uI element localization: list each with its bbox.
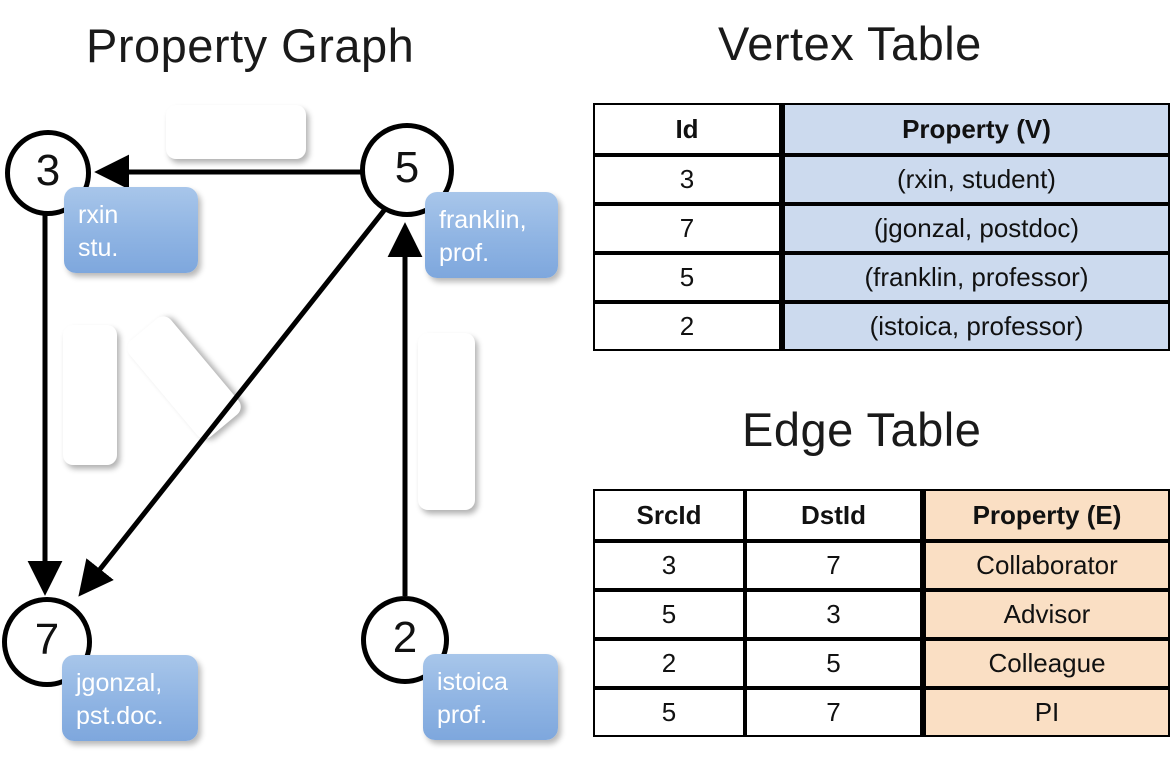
vertex-row-2-property: (franklin, professor) (781, 253, 1170, 302)
page-title-property-graph: Property Graph (86, 19, 415, 72)
page-title-edge-table: Edge Table (742, 403, 982, 456)
vertex-property-box-3-line1: rxin (78, 201, 119, 229)
vertex-row-3-property: (istoica, professor) (781, 302, 1170, 351)
table-row: 7 (jgonzal, postdoc) (593, 204, 1170, 253)
edge-label-collab[interactable]: Collab. (63, 325, 117, 465)
edge-row-3-dst: 7 (745, 688, 922, 737)
graph-node-2-label: 2 (392, 613, 418, 662)
edge-row-2-src: 2 (593, 639, 745, 688)
vertex-table: Id Property (V) 3 (rxin, student) 7 (jgo… (593, 103, 1170, 351)
table-row: 5 3 Advisor (593, 590, 1170, 639)
vertex-property-box-7-line1: jgonzal, (76, 669, 163, 697)
edge-label-advisor-text: Advisor (194, 117, 278, 146)
graph-node-3-label: 3 (35, 146, 61, 195)
vertex-property-box-5-line1: franklin, (439, 206, 527, 234)
edge-row-0-property: Collaborator (922, 541, 1170, 590)
graph-node-5-label: 5 (394, 143, 420, 192)
edge-row-1-property: Advisor (922, 590, 1170, 639)
vertex-table-header-id: Id (593, 103, 781, 155)
vertex-property-box-3-line2: stu. (78, 234, 119, 262)
edge-row-2-dst: 5 (745, 639, 922, 688)
vertex-row-3-id: 2 (593, 302, 781, 351)
edge-label-advisor[interactable]: Advisor (166, 105, 306, 159)
vertex-table-header-row: Id Property (V) (593, 103, 1170, 155)
vertex-row-1-property: (jgonzal, postdoc) (781, 204, 1170, 253)
edge-row-0-dst: 7 (745, 541, 922, 590)
edge-table-header-srcid: SrcId (593, 489, 745, 541)
vertex-property-box-2[interactable]: istoica prof. (423, 654, 558, 740)
edge-table: SrcId DstId Property (E) 3 7 Collaborato… (593, 489, 1170, 737)
edge-5-to-7 (78, 206, 388, 597)
table-row: 5 7 PI (593, 688, 1170, 737)
graph-node-7-label: 7 (34, 615, 60, 664)
edge-label-colleague-text: Colleague (433, 365, 461, 478)
vertex-property-box-5-line2: prof. (439, 239, 490, 267)
vertex-row-0-id: 3 (593, 155, 781, 204)
graph-node-5[interactable]: 5 (360, 123, 454, 217)
edge-row-1-src: 5 (593, 590, 745, 639)
edge-row-1-dst: 3 (745, 590, 922, 639)
edge-label-colleague[interactable]: Colleague (418, 333, 475, 510)
vertex-row-1-id: 7 (593, 204, 781, 253)
edge-table-header-row: SrcId DstId Property (E) (593, 489, 1170, 541)
vertex-property-box-7[interactable]: jgonzal, pst.doc. (62, 655, 198, 741)
edge-label-pi-text: PI (166, 359, 203, 396)
vertex-row-2-id: 5 (593, 253, 781, 302)
table-row: 2 (istoica, professor) (593, 302, 1170, 351)
edge-row-2-property: Colleague (922, 639, 1170, 688)
edge-row-3-src: 5 (593, 688, 745, 737)
graph-edges-svg (27, 154, 423, 597)
vertex-table-header-property: Property (V) (781, 103, 1170, 155)
edge-row-0-src: 3 (593, 541, 745, 590)
table-row: 2 5 Colleague (593, 639, 1170, 688)
vertex-property-box-3[interactable]: rxin stu. (64, 187, 198, 273)
vertex-property-box-2-line1: istoica (437, 668, 508, 696)
edge-table-header-dstid: DstId (745, 489, 922, 541)
table-row: 3 7 Collaborator (593, 541, 1170, 590)
page-title-vertex-table: Vertex Table (718, 17, 982, 70)
vertex-property-box-5[interactable]: franklin, prof. (425, 192, 558, 278)
graph-node-2[interactable]: 2 (361, 596, 449, 684)
edge-table-header-property: Property (E) (922, 489, 1170, 541)
vertex-property-box-7-line2: pst.doc. (76, 702, 164, 730)
property-graph-diagram: 3 5 7 2 rxin stu. franklin, prof. jgonza… (2, 105, 558, 741)
edge-row-3-property: PI (922, 688, 1170, 737)
table-row: 5 (franklin, professor) (593, 253, 1170, 302)
vertex-row-0-property: (rxin, student) (781, 155, 1170, 204)
edge-label-collab-text: Collab. (76, 356, 105, 434)
vertex-property-box-2-line2: prof. (437, 701, 488, 729)
table-row: 3 (rxin, student) (593, 155, 1170, 204)
